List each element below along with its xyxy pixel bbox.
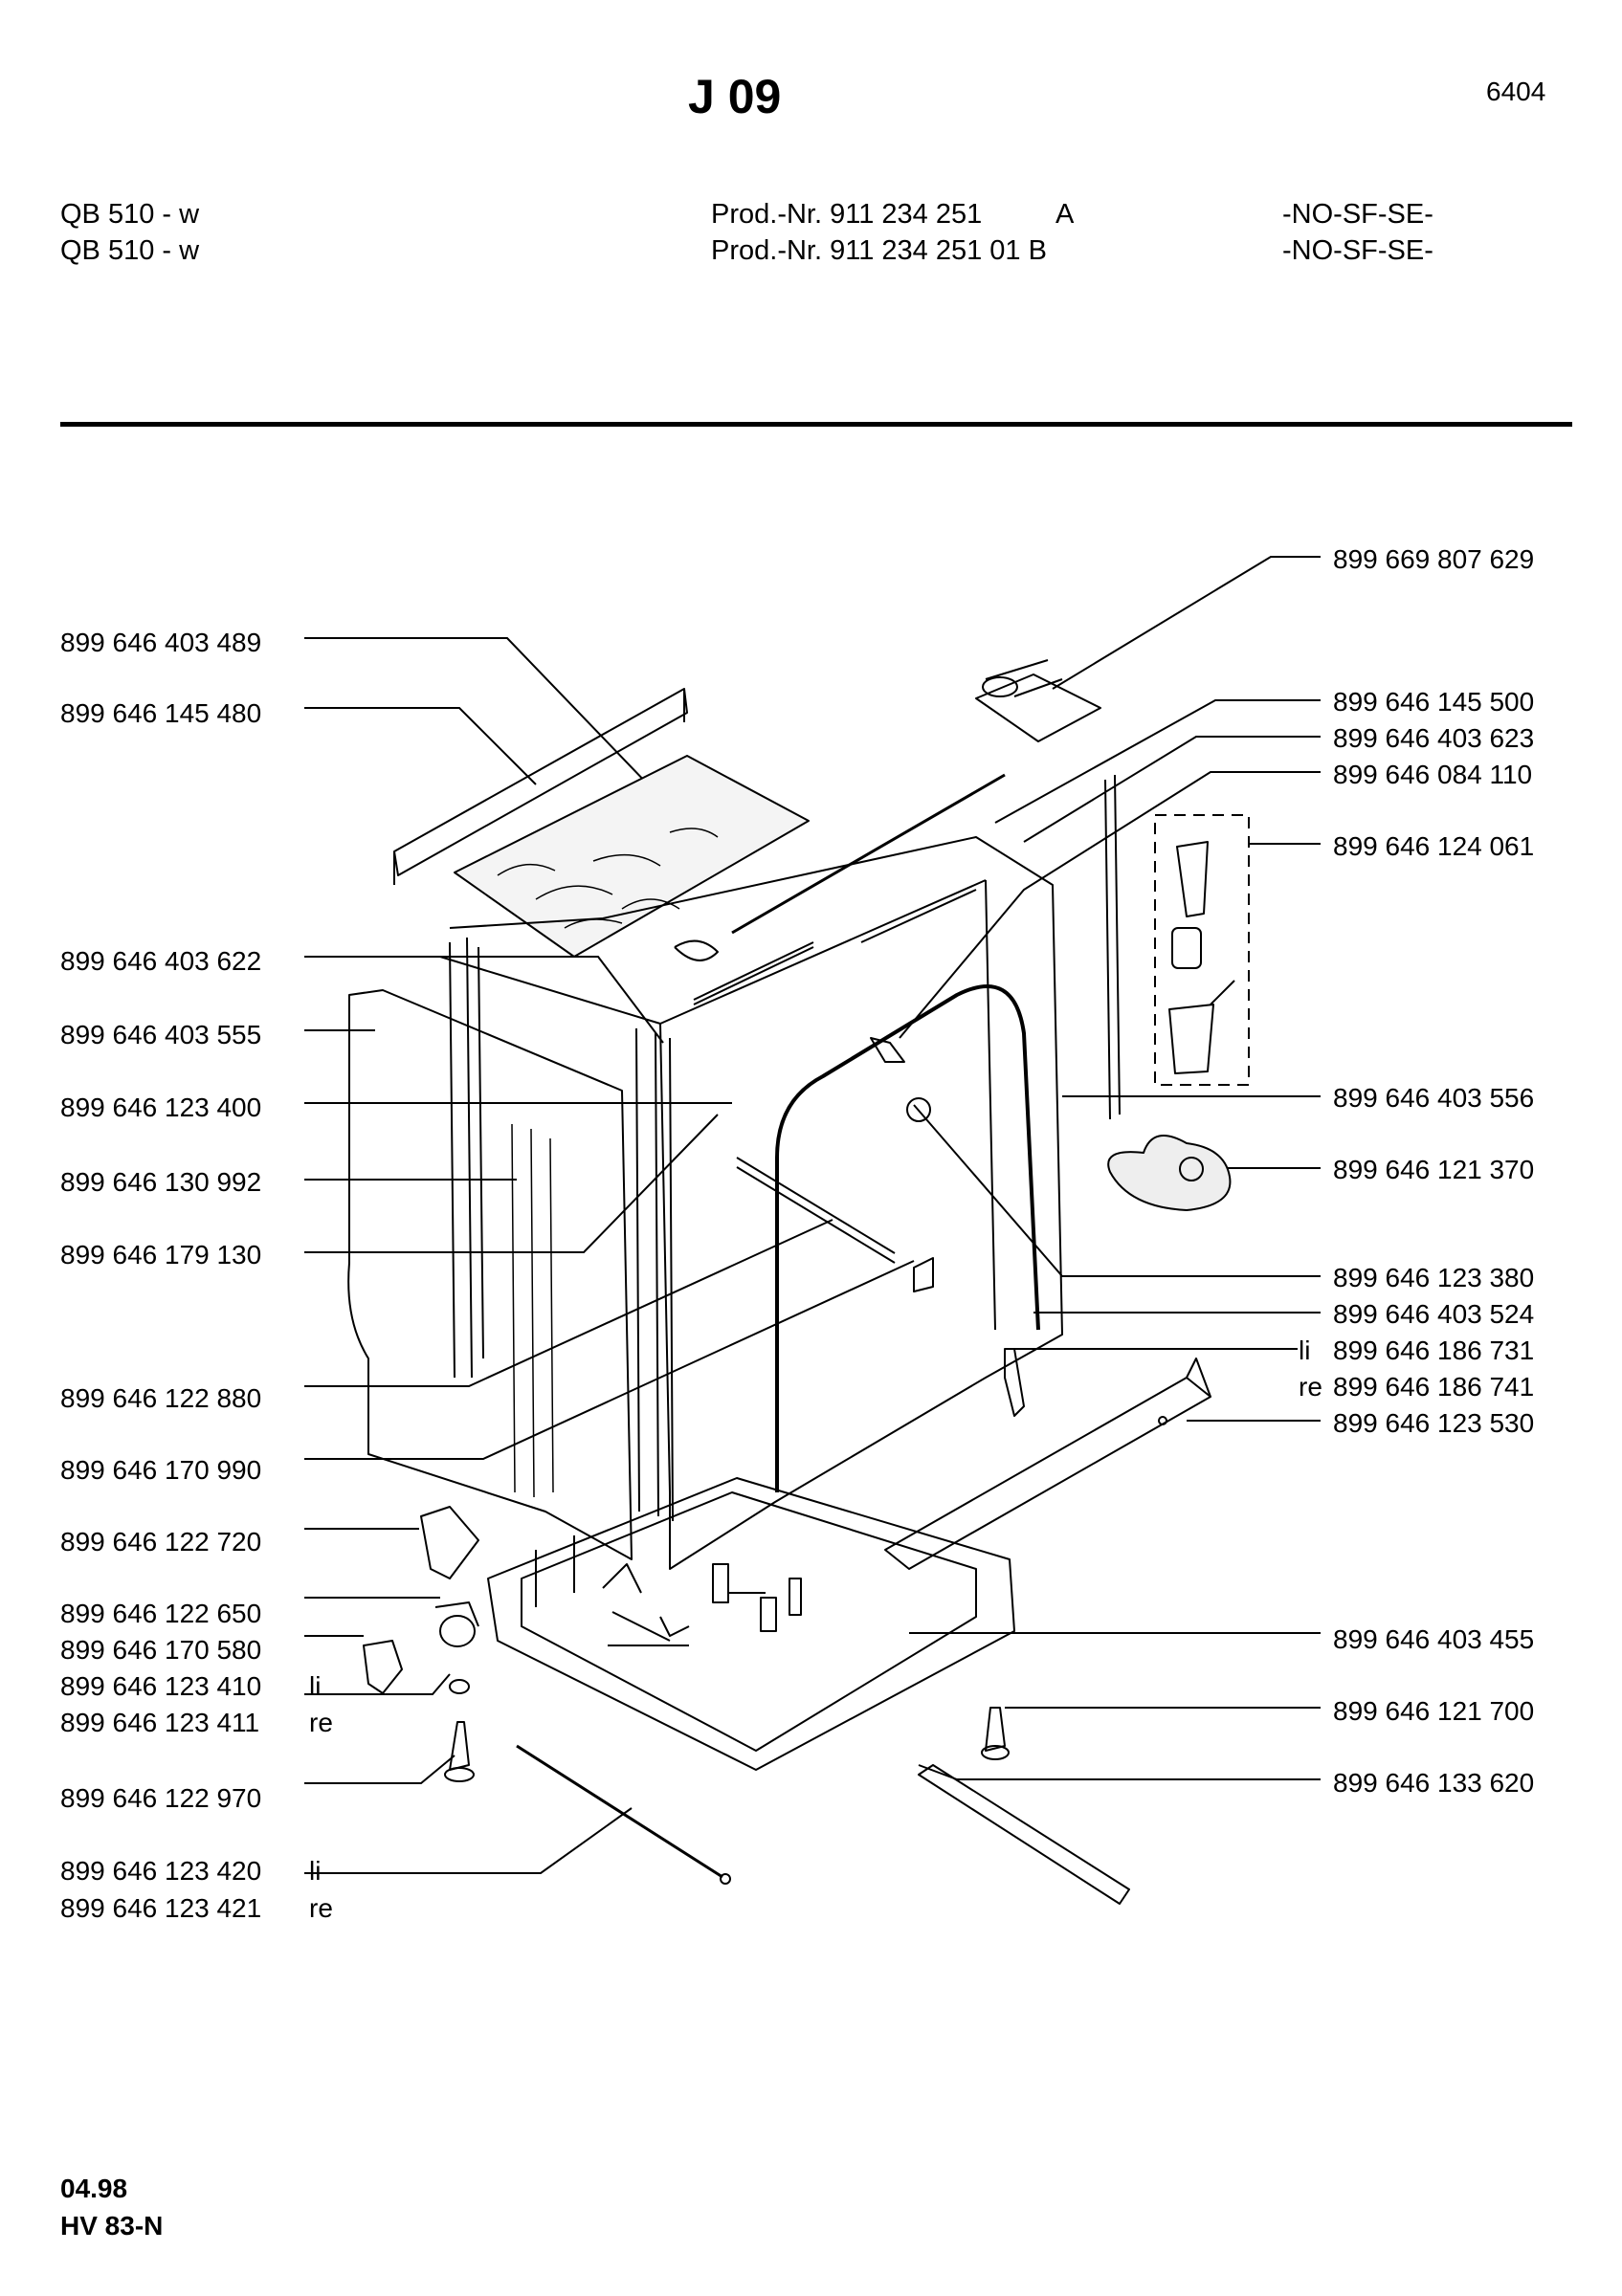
adjustable-foot bbox=[439, 1615, 476, 1647]
leader-123420 bbox=[304, 1807, 633, 1874]
part-label-right: 899 646 121 700 bbox=[1333, 1696, 1535, 1726]
leader-123410 bbox=[304, 1673, 451, 1695]
part-label-right: 899 646 145 500 bbox=[1333, 687, 1535, 717]
screw-right bbox=[985, 1707, 1006, 1752]
leader-145480 bbox=[304, 707, 537, 785]
leader-807629 bbox=[1052, 556, 1321, 690]
part-label-right: 899 646 133 620 bbox=[1333, 1768, 1535, 1798]
header-divider bbox=[60, 422, 1572, 427]
part-label-right: 899 646 123 380 bbox=[1333, 1263, 1535, 1292]
footer-doc: HV 83-N bbox=[60, 2211, 164, 2241]
nut bbox=[449, 1679, 470, 1694]
right-bottom-rail bbox=[884, 1358, 1211, 1570]
page-code: 6404 bbox=[1486, 77, 1546, 106]
part-label-left: 899 646 403 555 bbox=[60, 1020, 262, 1049]
part-label-right: 899 646 123 530 bbox=[1333, 1408, 1535, 1438]
bottom-strip bbox=[918, 1764, 1130, 1905]
screw-left bbox=[449, 1721, 470, 1771]
part-label-right: 899 646 403 556 bbox=[1333, 1083, 1535, 1113]
part-label-right: 899 646 186 741 bbox=[1333, 1372, 1535, 1402]
part-label-left: 899 646 403 489 bbox=[60, 628, 262, 657]
part-label-prefix: re bbox=[1299, 1372, 1322, 1402]
hinge bbox=[1004, 1348, 1025, 1417]
filter-kit-box bbox=[1154, 814, 1250, 1086]
part-label-right: 899 646 403 455 bbox=[1333, 1624, 1535, 1654]
drain-hole bbox=[674, 939, 719, 961]
insulation-mat bbox=[454, 755, 810, 958]
part-label-right: 899 646 186 731 bbox=[1333, 1336, 1535, 1365]
part-label-right: 899 669 807 629 bbox=[1333, 544, 1535, 574]
part-label-right: 899 646 403 524 bbox=[1333, 1299, 1535, 1329]
spray-arm-mount bbox=[906, 1097, 931, 1122]
part-label-left: 899 646 179 130 bbox=[60, 1240, 262, 1269]
part-label-left: 899 646 130 992 bbox=[60, 1167, 262, 1197]
part-label-left: 899 646 123 400 bbox=[60, 1093, 262, 1122]
filter-basket bbox=[1168, 980, 1235, 1074]
part-label-suffix: re bbox=[309, 1893, 333, 1923]
leader-122880 bbox=[304, 1219, 833, 1387]
left-side-strip bbox=[449, 937, 484, 1379]
base-frame bbox=[487, 1477, 1015, 1771]
part-label-left: 899 646 123 420 bbox=[60, 1856, 262, 1886]
clip bbox=[363, 1640, 403, 1694]
left-bracket bbox=[420, 1506, 479, 1579]
page-title: J 09 bbox=[688, 70, 782, 123]
part-label-suffix: li bbox=[309, 1856, 322, 1886]
leader-170990 bbox=[304, 1260, 915, 1460]
part-label-left: 899 646 123 411 bbox=[60, 1708, 260, 1737]
leader-403623 bbox=[1023, 736, 1321, 843]
leader-179130 bbox=[304, 1114, 719, 1253]
part-label-left: 899 646 122 880 bbox=[60, 1383, 262, 1413]
leader-133620 bbox=[918, 1764, 1321, 1780]
part-label-left: 899 646 170 580 bbox=[60, 1635, 262, 1665]
door-seal bbox=[775, 984, 1040, 1492]
leader-123380 bbox=[913, 1104, 1321, 1277]
top-rail bbox=[393, 688, 688, 885]
part-label-left: 899 646 123 421 bbox=[60, 1893, 262, 1923]
part-label-left: 899 646 123 410 bbox=[60, 1671, 262, 1701]
part-label-left: 899 646 122 650 bbox=[60, 1599, 262, 1628]
model-row-1-variant: A bbox=[1055, 199, 1075, 230]
part-label-suffix: re bbox=[309, 1708, 333, 1737]
rod bbox=[731, 773, 1006, 935]
model-row-1-model: QB 510 - w bbox=[60, 199, 200, 230]
leader-403622 bbox=[304, 956, 664, 1044]
part-label-right: 899 646 121 370 bbox=[1333, 1155, 1535, 1184]
part-label-left: 899 646 122 720 bbox=[60, 1527, 262, 1556]
model-row-1-prod: Prod.-Nr. 911 234 251 bbox=[711, 199, 983, 230]
front-frame-left bbox=[635, 1027, 674, 1522]
side-panel bbox=[347, 989, 633, 1560]
part-label-prefix: li bbox=[1299, 1336, 1311, 1365]
model-row-2-prod: Prod.-Nr. 911 234 251 01 B bbox=[711, 235, 1047, 266]
part-label-left: 899 646 122 970 bbox=[60, 1783, 262, 1813]
footer-date: 04.98 bbox=[60, 2174, 128, 2203]
part-label-suffix: li bbox=[309, 1671, 322, 1701]
sealing-roll bbox=[975, 673, 1101, 742]
part-label-left: 899 646 170 990 bbox=[60, 1455, 262, 1485]
part-label-right: 899 646 124 061 bbox=[1333, 831, 1535, 861]
sump-plate bbox=[1107, 1135, 1232, 1211]
leader-403489 bbox=[304, 637, 700, 838]
part-label-right: 899 646 084 110 bbox=[1333, 760, 1533, 789]
tub-frame bbox=[449, 836, 1063, 1570]
filter-cylinder bbox=[1171, 927, 1202, 969]
model-row-2-model: QB 510 - w bbox=[60, 235, 200, 266]
right-strip bbox=[1104, 774, 1121, 1120]
leader-145500 bbox=[994, 699, 1321, 824]
leader-084110 bbox=[899, 771, 1321, 1039]
model-row-1-market: -NO-SF-SE- bbox=[1282, 199, 1433, 230]
model-row-2-market: -NO-SF-SE- bbox=[1282, 235, 1433, 266]
leader-122970 bbox=[304, 1755, 455, 1784]
part-label-left: 899 646 403 622 bbox=[60, 946, 262, 976]
linkage-rod bbox=[516, 1744, 723, 1879]
filter-top bbox=[1176, 841, 1209, 917]
part-label-left: 899 646 145 480 bbox=[60, 698, 262, 728]
part-label-right: 899 646 403 623 bbox=[1333, 723, 1535, 753]
